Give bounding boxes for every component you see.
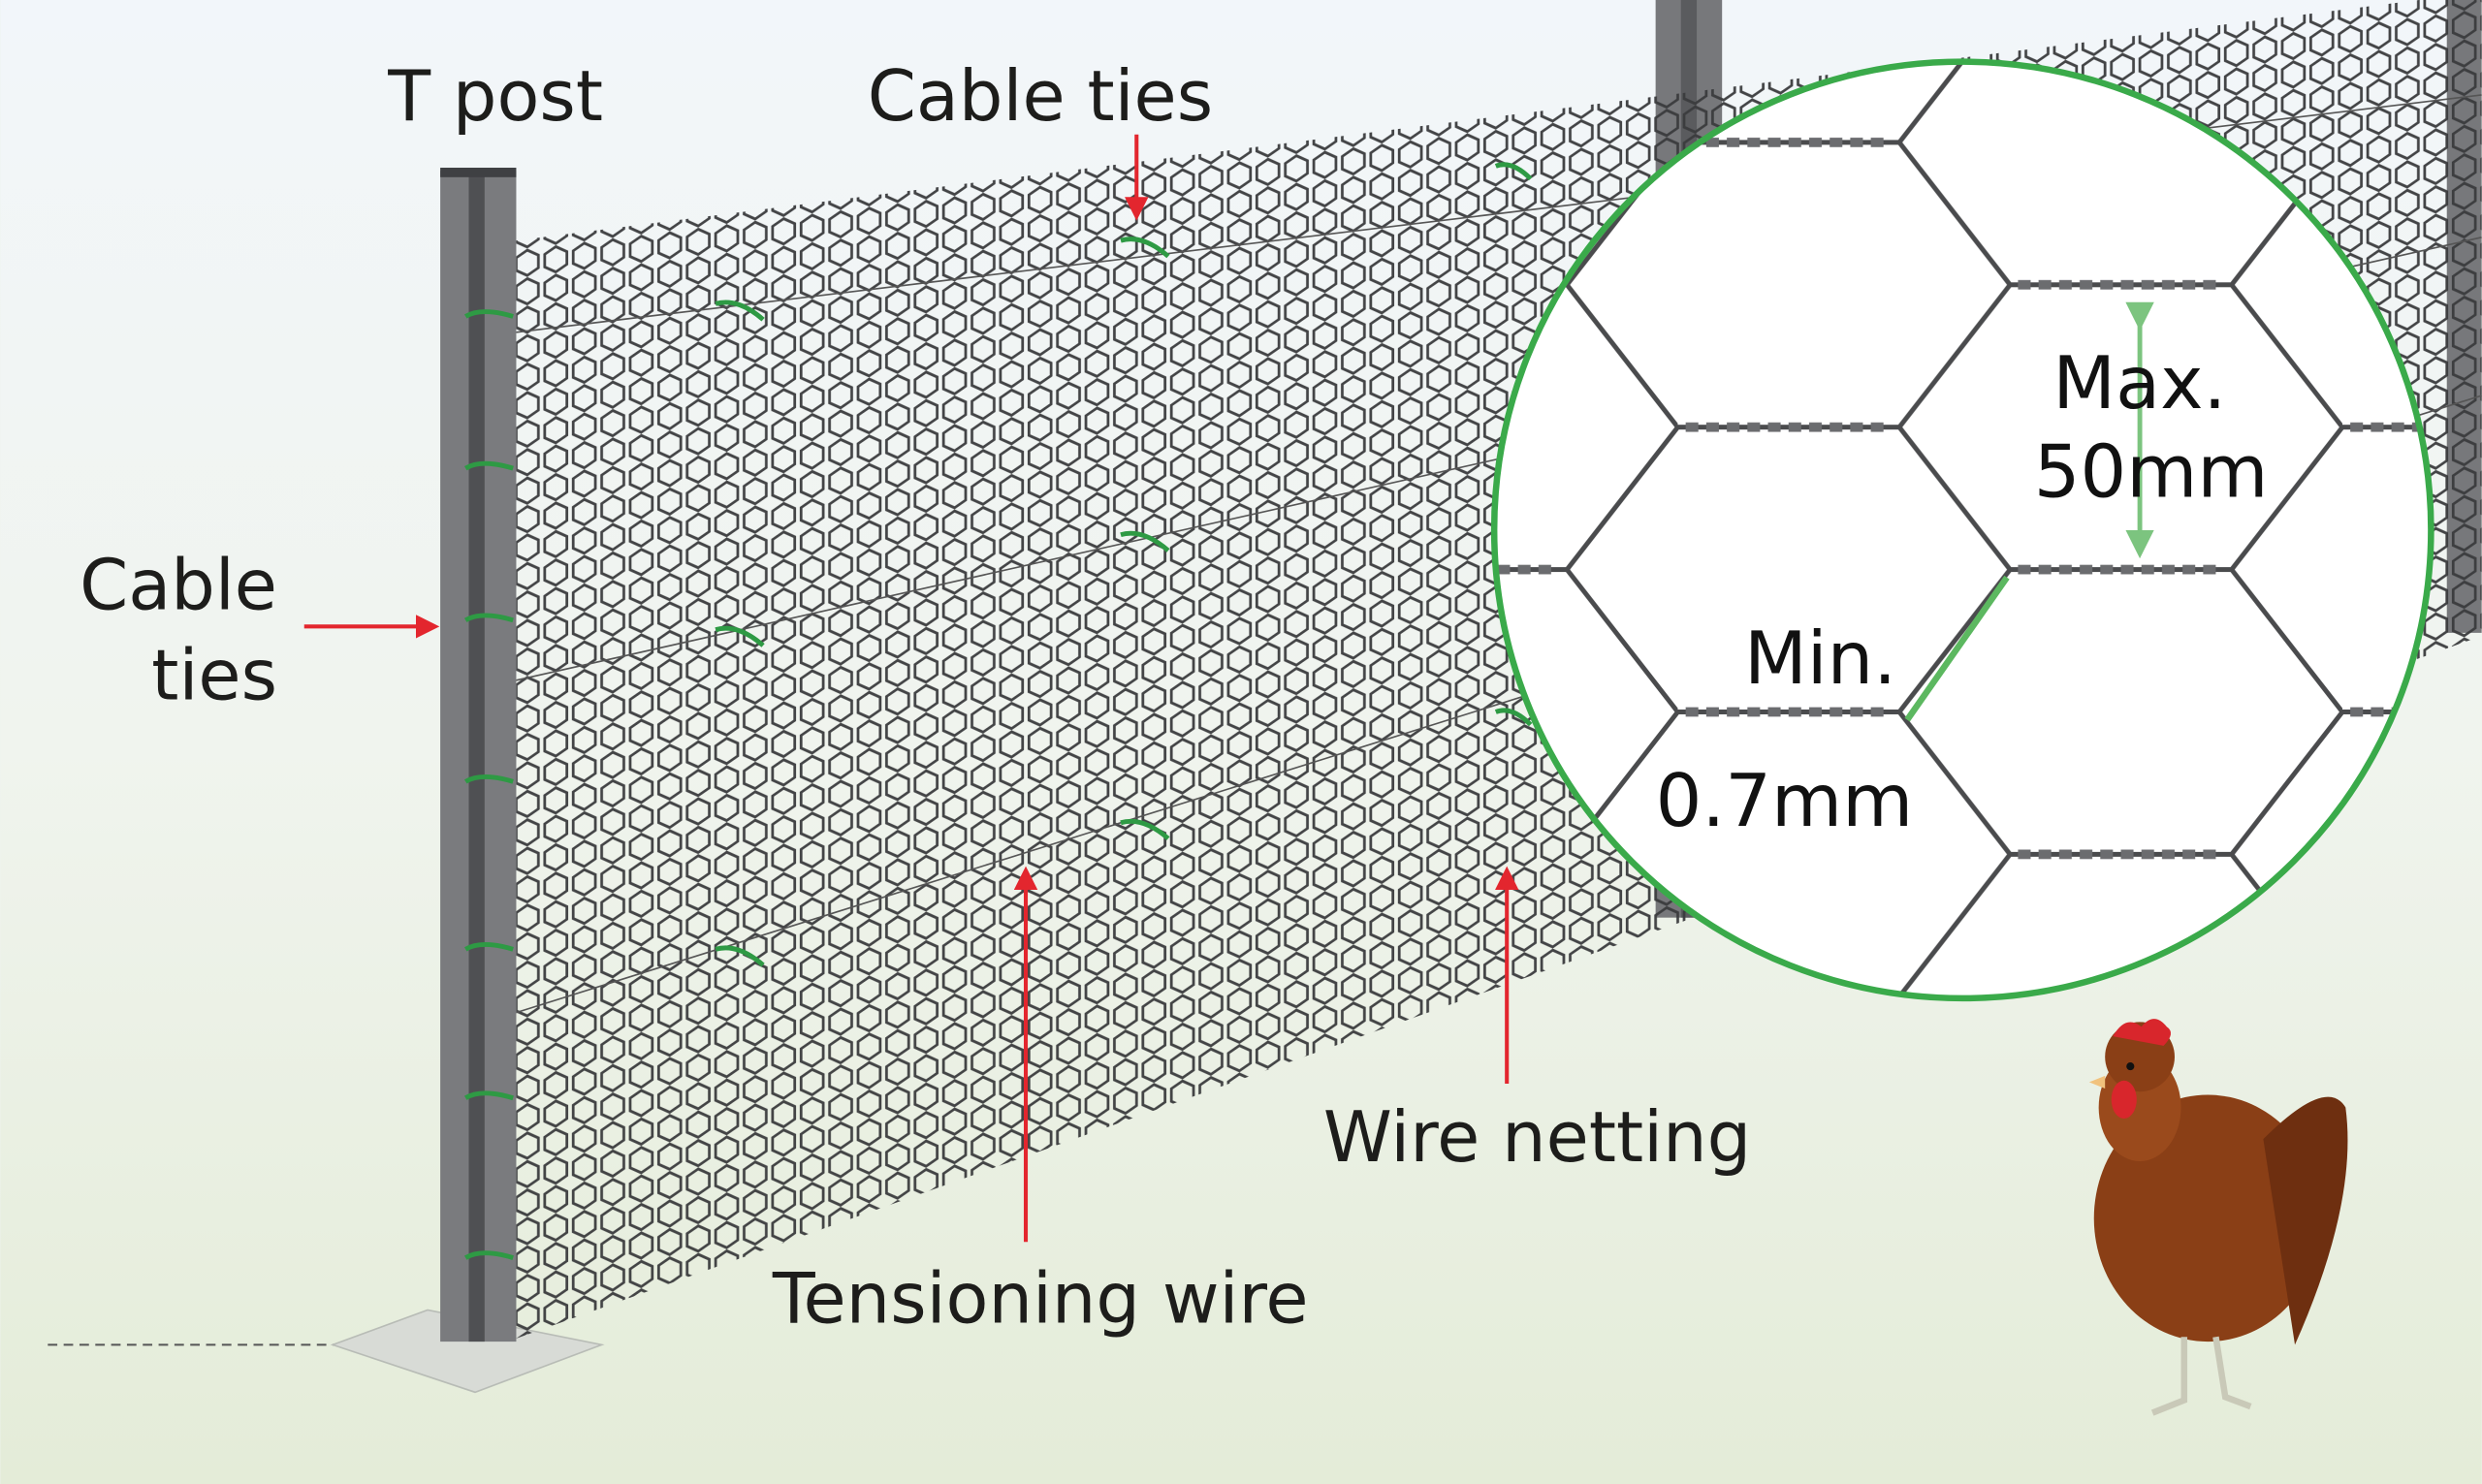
min-label-line2: 0.7mm: [1656, 758, 1914, 843]
min-label-line1: Min.: [1744, 616, 1896, 701]
t-post: [440, 168, 517, 1342]
inset-border: [1490, 58, 2434, 1002]
label-cable-ties-left-line1: Cable: [80, 544, 277, 625]
max-label-line1: Max.: [2052, 340, 2226, 426]
label-cable-ties-top: Cable ties: [868, 55, 1213, 137]
label-cable-ties-left-line2: ties: [151, 634, 277, 715]
label-t-post: T post: [387, 55, 603, 137]
wire-thickness-indicator: [1904, 575, 2010, 722]
callout-arrows: [303, 134, 1519, 1243]
cable-ties: [463, 162, 1533, 1260]
label-wire-netting: Wire netting: [1323, 1096, 1751, 1178]
gravel-footing: [330, 1309, 605, 1394]
max-label-line2: 50mm: [2034, 429, 2269, 515]
mesh-detail-inset: Max. 50mm Min. 0.7mm: [1490, 58, 2434, 1002]
label-tensioning-wire: Tensioning wire: [772, 1258, 1309, 1340]
chicken-illustration: [2088, 1019, 2348, 1416]
